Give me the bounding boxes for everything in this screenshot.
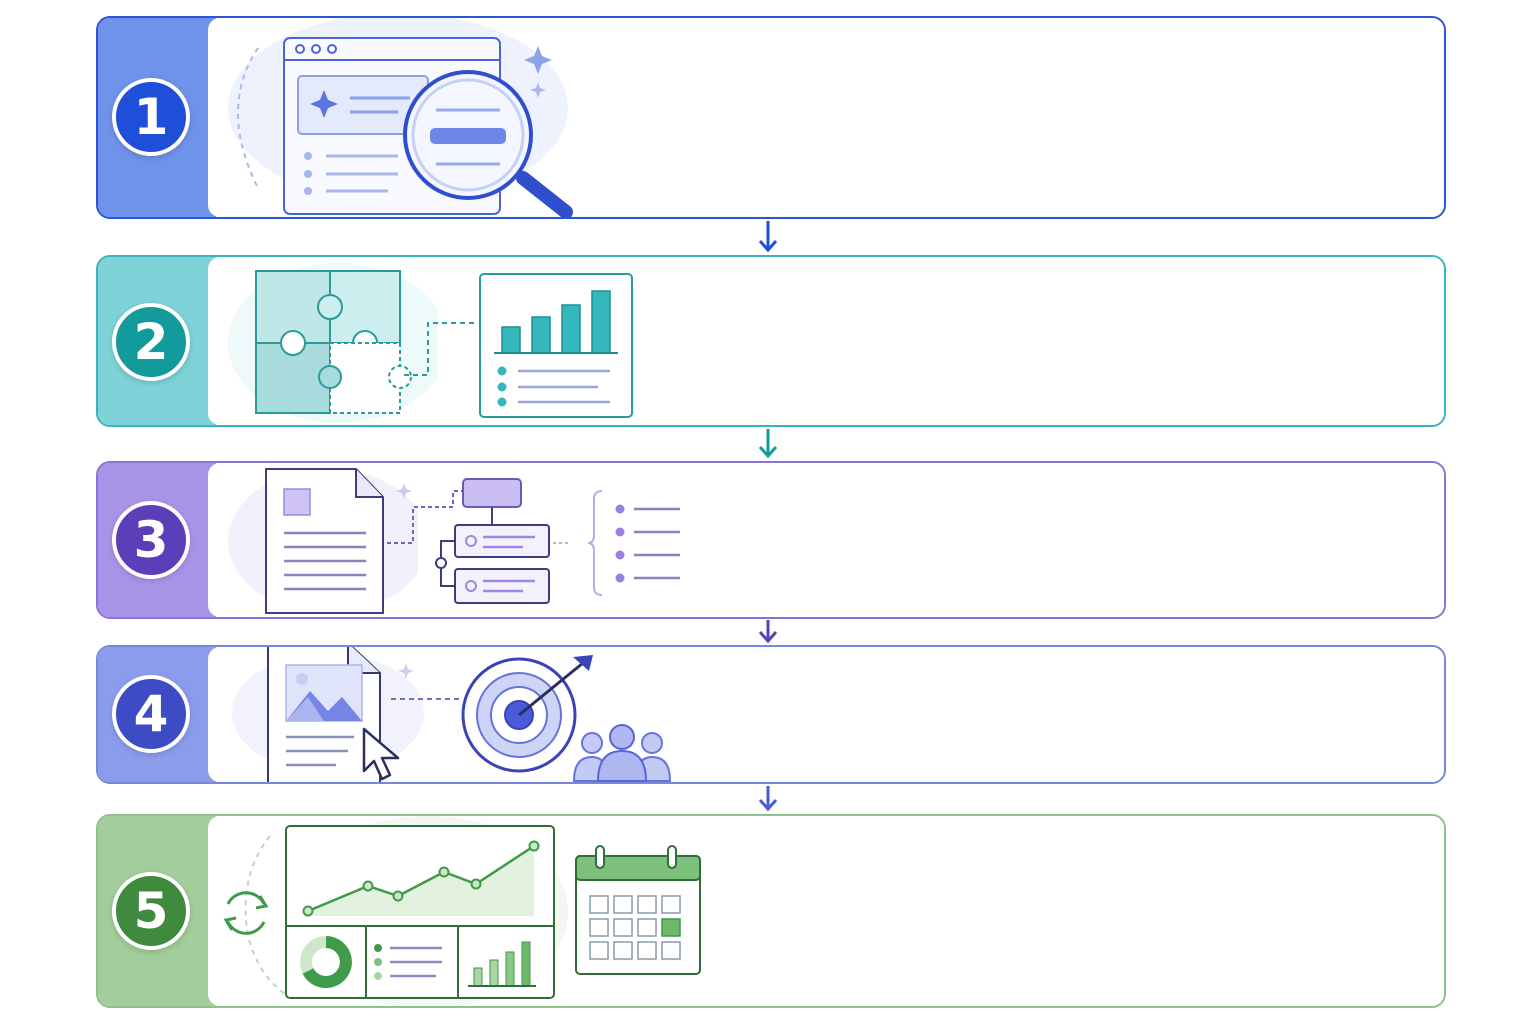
refresh-icon — [223, 835, 289, 997]
puzzle-icon — [228, 263, 438, 423]
step-1: 1 — [96, 16, 1446, 219]
step-4-number-badge: 4 — [112, 675, 190, 753]
arrow-down-icon — [758, 429, 778, 459]
bar-chart-card-icon — [404, 273, 633, 418]
bullet-list-icon — [588, 490, 680, 596]
step-5-number-badge: 5 — [112, 872, 190, 950]
step-4: 4 — [96, 645, 1446, 784]
audience-icon — [572, 724, 672, 782]
step-3-number-badge: 3 — [112, 501, 190, 579]
step-1-number-badge: 1 — [112, 78, 190, 156]
arrow-down-icon — [758, 221, 778, 253]
document-icon — [228, 468, 418, 614]
step-2-number-badge: 2 — [112, 303, 190, 381]
flowchart-icon — [387, 478, 571, 604]
step-2: 2 — [96, 255, 1446, 427]
arrow-down-icon — [758, 620, 778, 644]
dashboard-icon — [285, 816, 568, 1006]
browser-search-icon — [228, 18, 573, 217]
step-5: 5 — [96, 814, 1446, 1008]
target-icon — [391, 655, 593, 773]
arrow-down-icon — [758, 786, 778, 812]
cursor-icon — [362, 727, 400, 781]
step-3: 3 — [96, 461, 1446, 619]
calendar-icon — [575, 845, 701, 975]
